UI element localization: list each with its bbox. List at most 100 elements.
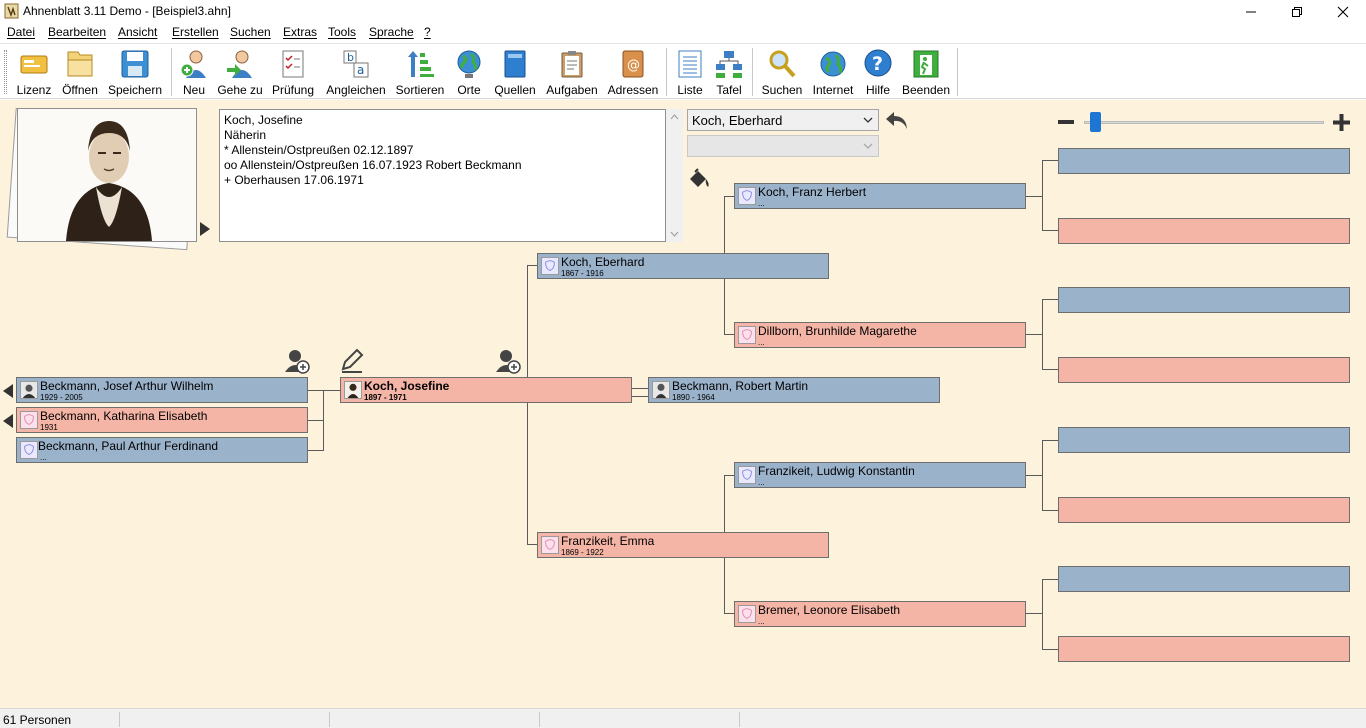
connector-line <box>631 388 648 389</box>
great-grandparent-slot-male[interactable] <box>1058 566 1350 592</box>
scroll-arrows-icon <box>670 114 679 237</box>
help-button[interactable]: ? Hilfe <box>860 46 896 98</box>
connector-line <box>527 265 528 545</box>
info-scrollbar[interactable] <box>666 109 683 242</box>
exit-icon <box>913 50 939 78</box>
paternal-grandmother-box[interactable]: Dillborn, Brunhilde Magarethe ... <box>734 322 1026 348</box>
connector-line <box>1025 613 1042 614</box>
connector-line <box>323 390 324 451</box>
connector-line <box>724 613 735 614</box>
great-grandparent-slot-male[interactable] <box>1058 287 1350 313</box>
sources-button[interactable]: Quellen <box>492 46 538 98</box>
restore-icon <box>1292 6 1302 17</box>
person-info-text[interactable]: Koch, Josefine Näherin * Allenstein/Ostp… <box>219 109 666 242</box>
search-button[interactable]: Suchen <box>760 46 804 98</box>
globe-icon <box>457 50 481 78</box>
info-line: + Oberhausen 17.06.1971 <box>224 173 364 187</box>
connector-line <box>1025 334 1042 335</box>
maternal-grandfather-box[interactable]: Franzikeit, Ludwig Konstantin ... <box>734 462 1026 488</box>
great-grandparent-slot-female[interactable] <box>1058 636 1350 662</box>
addresses-button[interactable]: @ Adressen <box>606 46 660 98</box>
add-parent-icon[interactable] <box>495 348 521 374</box>
restore-button[interactable] <box>1274 0 1320 23</box>
exit-button[interactable]: Beenden <box>900 46 952 98</box>
status-bar: 61 Personen <box>0 708 1366 728</box>
menu-bearbeiten[interactable]: Bearbeiten <box>48 25 107 39</box>
save-button[interactable]: Speichern <box>106 46 164 98</box>
title-bar: Ahnenblatt 3.11 Demo - [Beispiel3.ahn] <box>0 0 1366 23</box>
menu-help[interactable]: ? <box>424 25 431 39</box>
father-box[interactable]: Koch, Eberhard 1867 - 1916 <box>537 253 829 279</box>
connector-line <box>1042 369 1058 370</box>
goto-button[interactable]: Gehe zu <box>216 46 264 98</box>
zoom-track[interactable] <box>1084 121 1324 124</box>
child-box-katharina[interactable]: Beckmann, Katharina Elisabeth 1931 <box>16 407 308 433</box>
menu-suchen[interactable]: Suchen <box>230 25 271 39</box>
menu-erstellen[interactable]: Erstellen <box>172 25 219 39</box>
app-icon <box>4 3 19 19</box>
adjust-icon: ba <box>343 50 369 78</box>
toolbar-grip[interactable] <box>4 50 7 94</box>
zoom-in-icon[interactable] <box>1333 114 1350 131</box>
open-button[interactable]: Öffnen <box>58 46 102 98</box>
add-child-icon[interactable] <box>284 348 310 374</box>
edit-pencil-icon[interactable] <box>339 348 365 374</box>
sort-button[interactable]: Sortieren <box>394 46 446 98</box>
lizenz-button[interactable]: Lizenz <box>14 46 54 98</box>
tree-chart-button[interactable]: Tafel <box>712 46 746 98</box>
secondary-select[interactable] <box>687 135 879 157</box>
minimize-icon <box>1246 11 1256 12</box>
expand-left-arrow-icon[interactable] <box>2 413 14 429</box>
tasks-button[interactable]: Aufgaben <box>544 46 600 98</box>
menu-sprache[interactable]: Sprache <box>369 25 414 39</box>
spouse-box[interactable]: Beckmann, Robert Martin 1890 - 1964 <box>648 377 940 403</box>
menu-extras[interactable]: Extras <box>283 25 318 39</box>
menu-ansicht[interactable]: Ansicht <box>118 25 158 39</box>
back-arrow-icon[interactable] <box>884 109 910 131</box>
person-placeholder-icon <box>20 441 38 459</box>
zoom-slider-thumb[interactable] <box>1090 112 1101 132</box>
connector-line <box>724 196 735 197</box>
expand-left-arrow-icon[interactable] <box>2 383 14 399</box>
mother-box[interactable]: Franzikeit, Emma 1869 - 1922 <box>537 532 829 558</box>
license-icon <box>20 55 48 74</box>
connector-line <box>527 265 538 266</box>
great-grandparent-slot-female[interactable] <box>1058 357 1350 383</box>
person-select[interactable]: Koch, Eberhard <box>687 109 879 131</box>
center-person-box[interactable]: Koch, Josefine 1897 - 1971 <box>340 377 632 403</box>
new-person-icon <box>180 50 206 78</box>
person-placeholder-icon <box>738 605 756 623</box>
list-button[interactable]: Liste <box>674 46 706 98</box>
paint-bucket-icon[interactable] <box>686 166 712 192</box>
portrait-photo[interactable] <box>17 108 197 242</box>
maternal-grandmother-box[interactable]: Bremer, Leonore Elisabeth ... <box>734 601 1026 627</box>
close-icon <box>1337 6 1349 17</box>
toolbar-separator <box>666 48 667 96</box>
child-box-paul[interactable]: Beckmann, Paul Arthur Ferdinand ... <box>16 437 308 463</box>
great-grandparent-slot-female[interactable] <box>1058 218 1350 244</box>
menu-tools[interactable]: Tools <box>328 25 357 39</box>
info-line: * Allenstein/Ostpreußen 02.12.1897 <box>224 143 414 157</box>
paternal-grandfather-box[interactable]: Koch, Franz Herbert ... <box>734 183 1026 209</box>
close-button[interactable] <box>1320 0 1366 23</box>
new-button[interactable]: Neu <box>176 46 212 98</box>
great-grandparent-slot-male[interactable] <box>1058 148 1350 174</box>
minimize-button[interactable] <box>1228 0 1274 23</box>
great-grandparent-slot-female[interactable] <box>1058 497 1350 523</box>
places-button[interactable]: Orte <box>452 46 486 98</box>
zoom-out-icon[interactable] <box>1058 117 1074 127</box>
next-photo-arrow-icon[interactable] <box>199 221 211 237</box>
connector-line <box>1042 299 1058 300</box>
tree-canvas[interactable]: Koch, Josefine Näherin * Allenstein/Ostp… <box>0 100 1366 708</box>
menu-datei[interactable]: Datei <box>7 25 36 39</box>
internet-button[interactable]: Internet <box>810 46 856 98</box>
chevron-down-icon <box>863 143 873 149</box>
connector-line <box>307 450 324 451</box>
child-box-josef[interactable]: Beckmann, Josef Arthur Wilhelm 1929 - 20… <box>16 377 308 403</box>
great-grandparent-slot-male[interactable] <box>1058 427 1350 453</box>
check-button[interactable]: Prüfung <box>268 46 318 98</box>
toolbar-separator <box>957 48 958 96</box>
info-line: oo Allenstein/Ostpreußen 16.07.1923 Robe… <box>224 158 522 172</box>
connector-line <box>1025 196 1042 197</box>
